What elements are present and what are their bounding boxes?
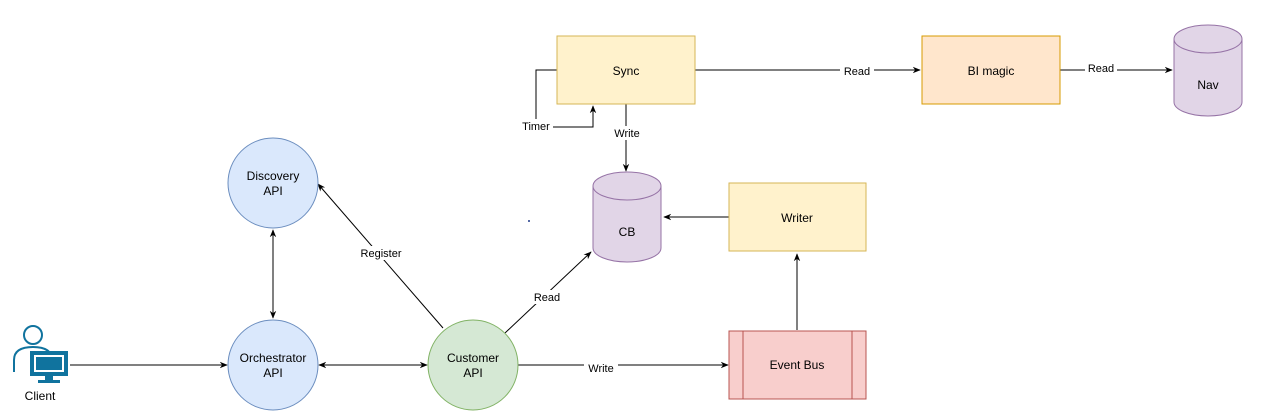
edge-bg <box>840 64 874 78</box>
orchestrator-api-circle <box>227 319 319 411</box>
bi-magic-node[interactable]: BI magic <box>921 35 1061 105</box>
edge-bg <box>611 126 643 140</box>
bi-magic-label: BI magic <box>968 64 1015 78</box>
discovery-api-label-line1: Discovery <box>247 169 300 183</box>
stray-dot <box>528 220 530 222</box>
sync-label: Sync <box>613 64 640 78</box>
customer-api-node[interactable]: Customer API <box>427 319 519 411</box>
cb-cylinder-body <box>592 186 662 263</box>
edge-bg <box>356 246 406 260</box>
orchestrator-api-node[interactable]: Orchestrator API <box>227 319 319 411</box>
sync-node[interactable]: Sync <box>556 35 696 105</box>
discovery-api-circle <box>227 137 319 229</box>
writer-box <box>728 182 867 252</box>
cb-cylinder-top <box>592 171 662 201</box>
discovery-api-label-line2: API <box>263 184 282 198</box>
sync-box <box>556 35 696 105</box>
writer-node[interactable]: Writer <box>728 182 867 252</box>
edge-label-customer-to-eventbus: Write <box>588 363 613 375</box>
nav-cylinder-body <box>1173 39 1243 117</box>
customer-api-circle <box>427 319 519 411</box>
orchestrator-api-label-line2: API <box>263 366 282 380</box>
nav-label: Nav <box>1197 78 1218 92</box>
edge-bg <box>519 119 553 133</box>
customer-api-label-line2: API <box>463 366 482 380</box>
edge-bg <box>584 362 618 376</box>
event-bus-label: Event Bus <box>770 358 825 372</box>
client-node[interactable]: Client <box>13 325 68 403</box>
edge-label-register: Register <box>361 248 402 260</box>
writer-label: Writer <box>781 211 813 225</box>
event-bus-node[interactable]: Event Bus <box>728 330 867 400</box>
discovery-api-node[interactable]: Discovery API <box>227 137 319 229</box>
bi-magic-box <box>921 35 1061 105</box>
edge-label-sync-to-bi-magic: Read <box>844 66 870 78</box>
edge-label-bi-magic-to-nav: Read <box>1088 63 1114 75</box>
user-computer-icon <box>13 325 68 383</box>
event-bus-box <box>728 330 867 400</box>
nav-database[interactable]: Nav <box>1173 24 1243 117</box>
orchestrator-api-label-line1: Orchestrator <box>240 351 307 365</box>
client-label: Client <box>25 389 56 403</box>
customer-api-label-line1: Customer <box>447 351 499 365</box>
edge-label-sync-to-cb: Write <box>614 128 639 140</box>
edge-bg <box>530 290 564 304</box>
edge-label-customer-to-cb: Read <box>534 292 560 304</box>
edge-label-timer: Timer <box>522 121 550 133</box>
nav-cylinder-top <box>1173 24 1243 54</box>
cb-database[interactable]: CB <box>592 171 662 263</box>
edge-bg <box>1085 61 1117 75</box>
cb-label: CB <box>619 225 636 239</box>
